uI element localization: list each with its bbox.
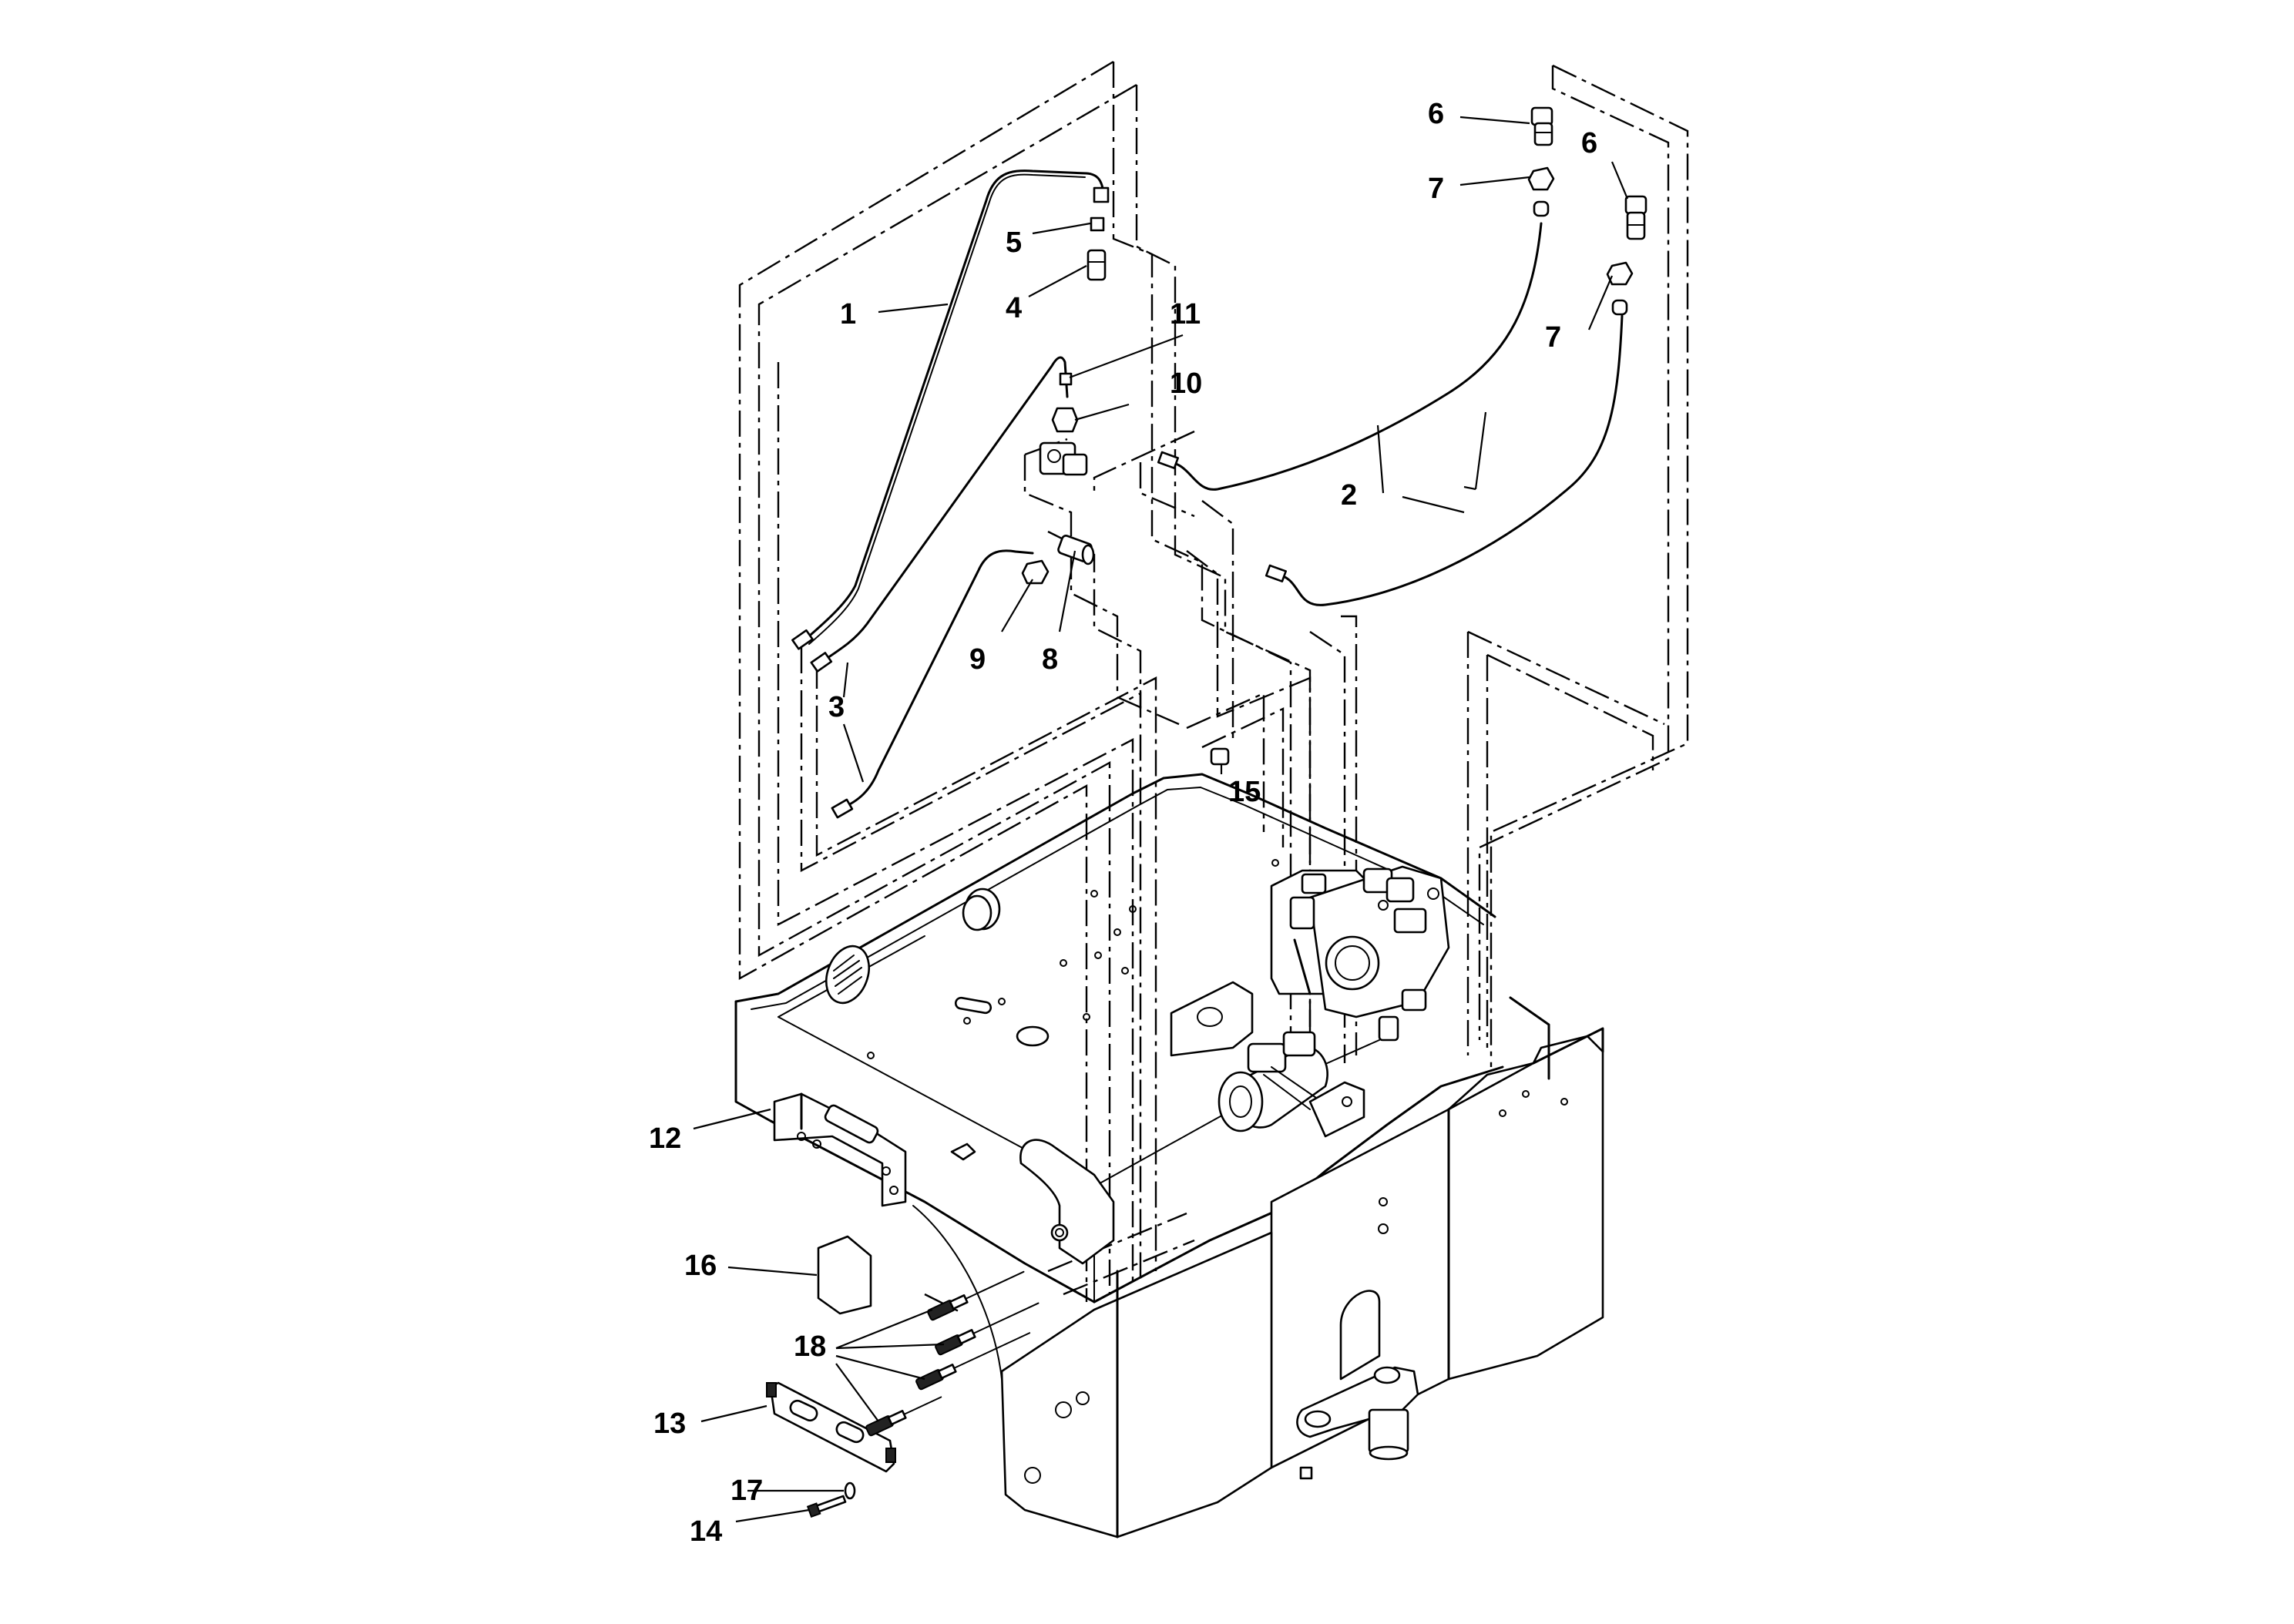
washer-17 (844, 1481, 856, 1500)
mounting-foot (1296, 1366, 1419, 1480)
fitting-10 (1051, 407, 1079, 433)
hose-3-lower (831, 549, 1034, 819)
callout-3: 3 (828, 691, 845, 723)
callout-4: 4 (1006, 292, 1022, 324)
callout-8: 8 (1042, 643, 1058, 676)
callout-18: 18 (794, 1330, 826, 1363)
fitting-7-right (1606, 261, 1634, 316)
assembly-guide-lines (738, 60, 1689, 1373)
callout-5: 5 (1006, 226, 1022, 259)
callout-labels: 1 2 3 4 5 6 6 7 7 8 9 10 11 12 13 14 15 … (649, 98, 1597, 1548)
fitting-11 (1059, 372, 1073, 386)
hose-3-upper (810, 356, 1069, 673)
round-cap (962, 887, 1001, 931)
vent-grille (825, 945, 870, 1005)
callout-16: 16 (684, 1250, 717, 1282)
hose-2-right (1265, 314, 1624, 606)
callout-7a: 7 (1428, 173, 1444, 205)
callout-12: 12 (649, 1122, 681, 1155)
callout-15: 15 (1228, 776, 1261, 808)
fitting-5 (1090, 216, 1105, 232)
valve-block-assembly (1270, 865, 1450, 1042)
bracket-13 (766, 1381, 896, 1473)
fitting-8 (1057, 534, 1095, 565)
pad-16 (817, 1235, 872, 1315)
screw-14 (806, 1495, 847, 1518)
connectors-18 (865, 1270, 1040, 1437)
tee-fitting (1039, 441, 1088, 476)
fitting-15 (1210, 747, 1230, 766)
fitting-6-right (1624, 195, 1647, 240)
callout-6b: 6 (1581, 127, 1597, 159)
callout-13: 13 (653, 1408, 686, 1440)
front-guard (1019, 1139, 1115, 1265)
callout-1: 1 (840, 298, 856, 331)
fitting-9 (1021, 559, 1050, 585)
fitting-4 (1087, 249, 1107, 281)
callout-10: 10 (1170, 367, 1202, 400)
callout-17: 17 (731, 1475, 763, 1507)
callout-9: 9 (969, 643, 986, 676)
callout-6a: 6 (1428, 98, 1444, 130)
wall-bracket (1308, 1081, 1365, 1138)
callout-11: 11 (1170, 298, 1201, 331)
callout-14: 14 (690, 1515, 722, 1548)
left-bracket (773, 1092, 907, 1207)
hose-2-left (1157, 222, 1543, 491)
fitting-6-left (1530, 106, 1553, 146)
frame-12 (734, 773, 1604, 1538)
mid-bracket (1170, 981, 1254, 1057)
leader-lines (693, 116, 1629, 1523)
electric-motor (1218, 1031, 1328, 1132)
fitting-7-left (1527, 166, 1555, 217)
hose-1 (791, 169, 1110, 650)
cable-arc (912, 1205, 1003, 1380)
callout-7b: 7 (1545, 321, 1561, 354)
callout-2: 2 (1341, 479, 1357, 512)
frame-holes (867, 859, 1568, 1484)
